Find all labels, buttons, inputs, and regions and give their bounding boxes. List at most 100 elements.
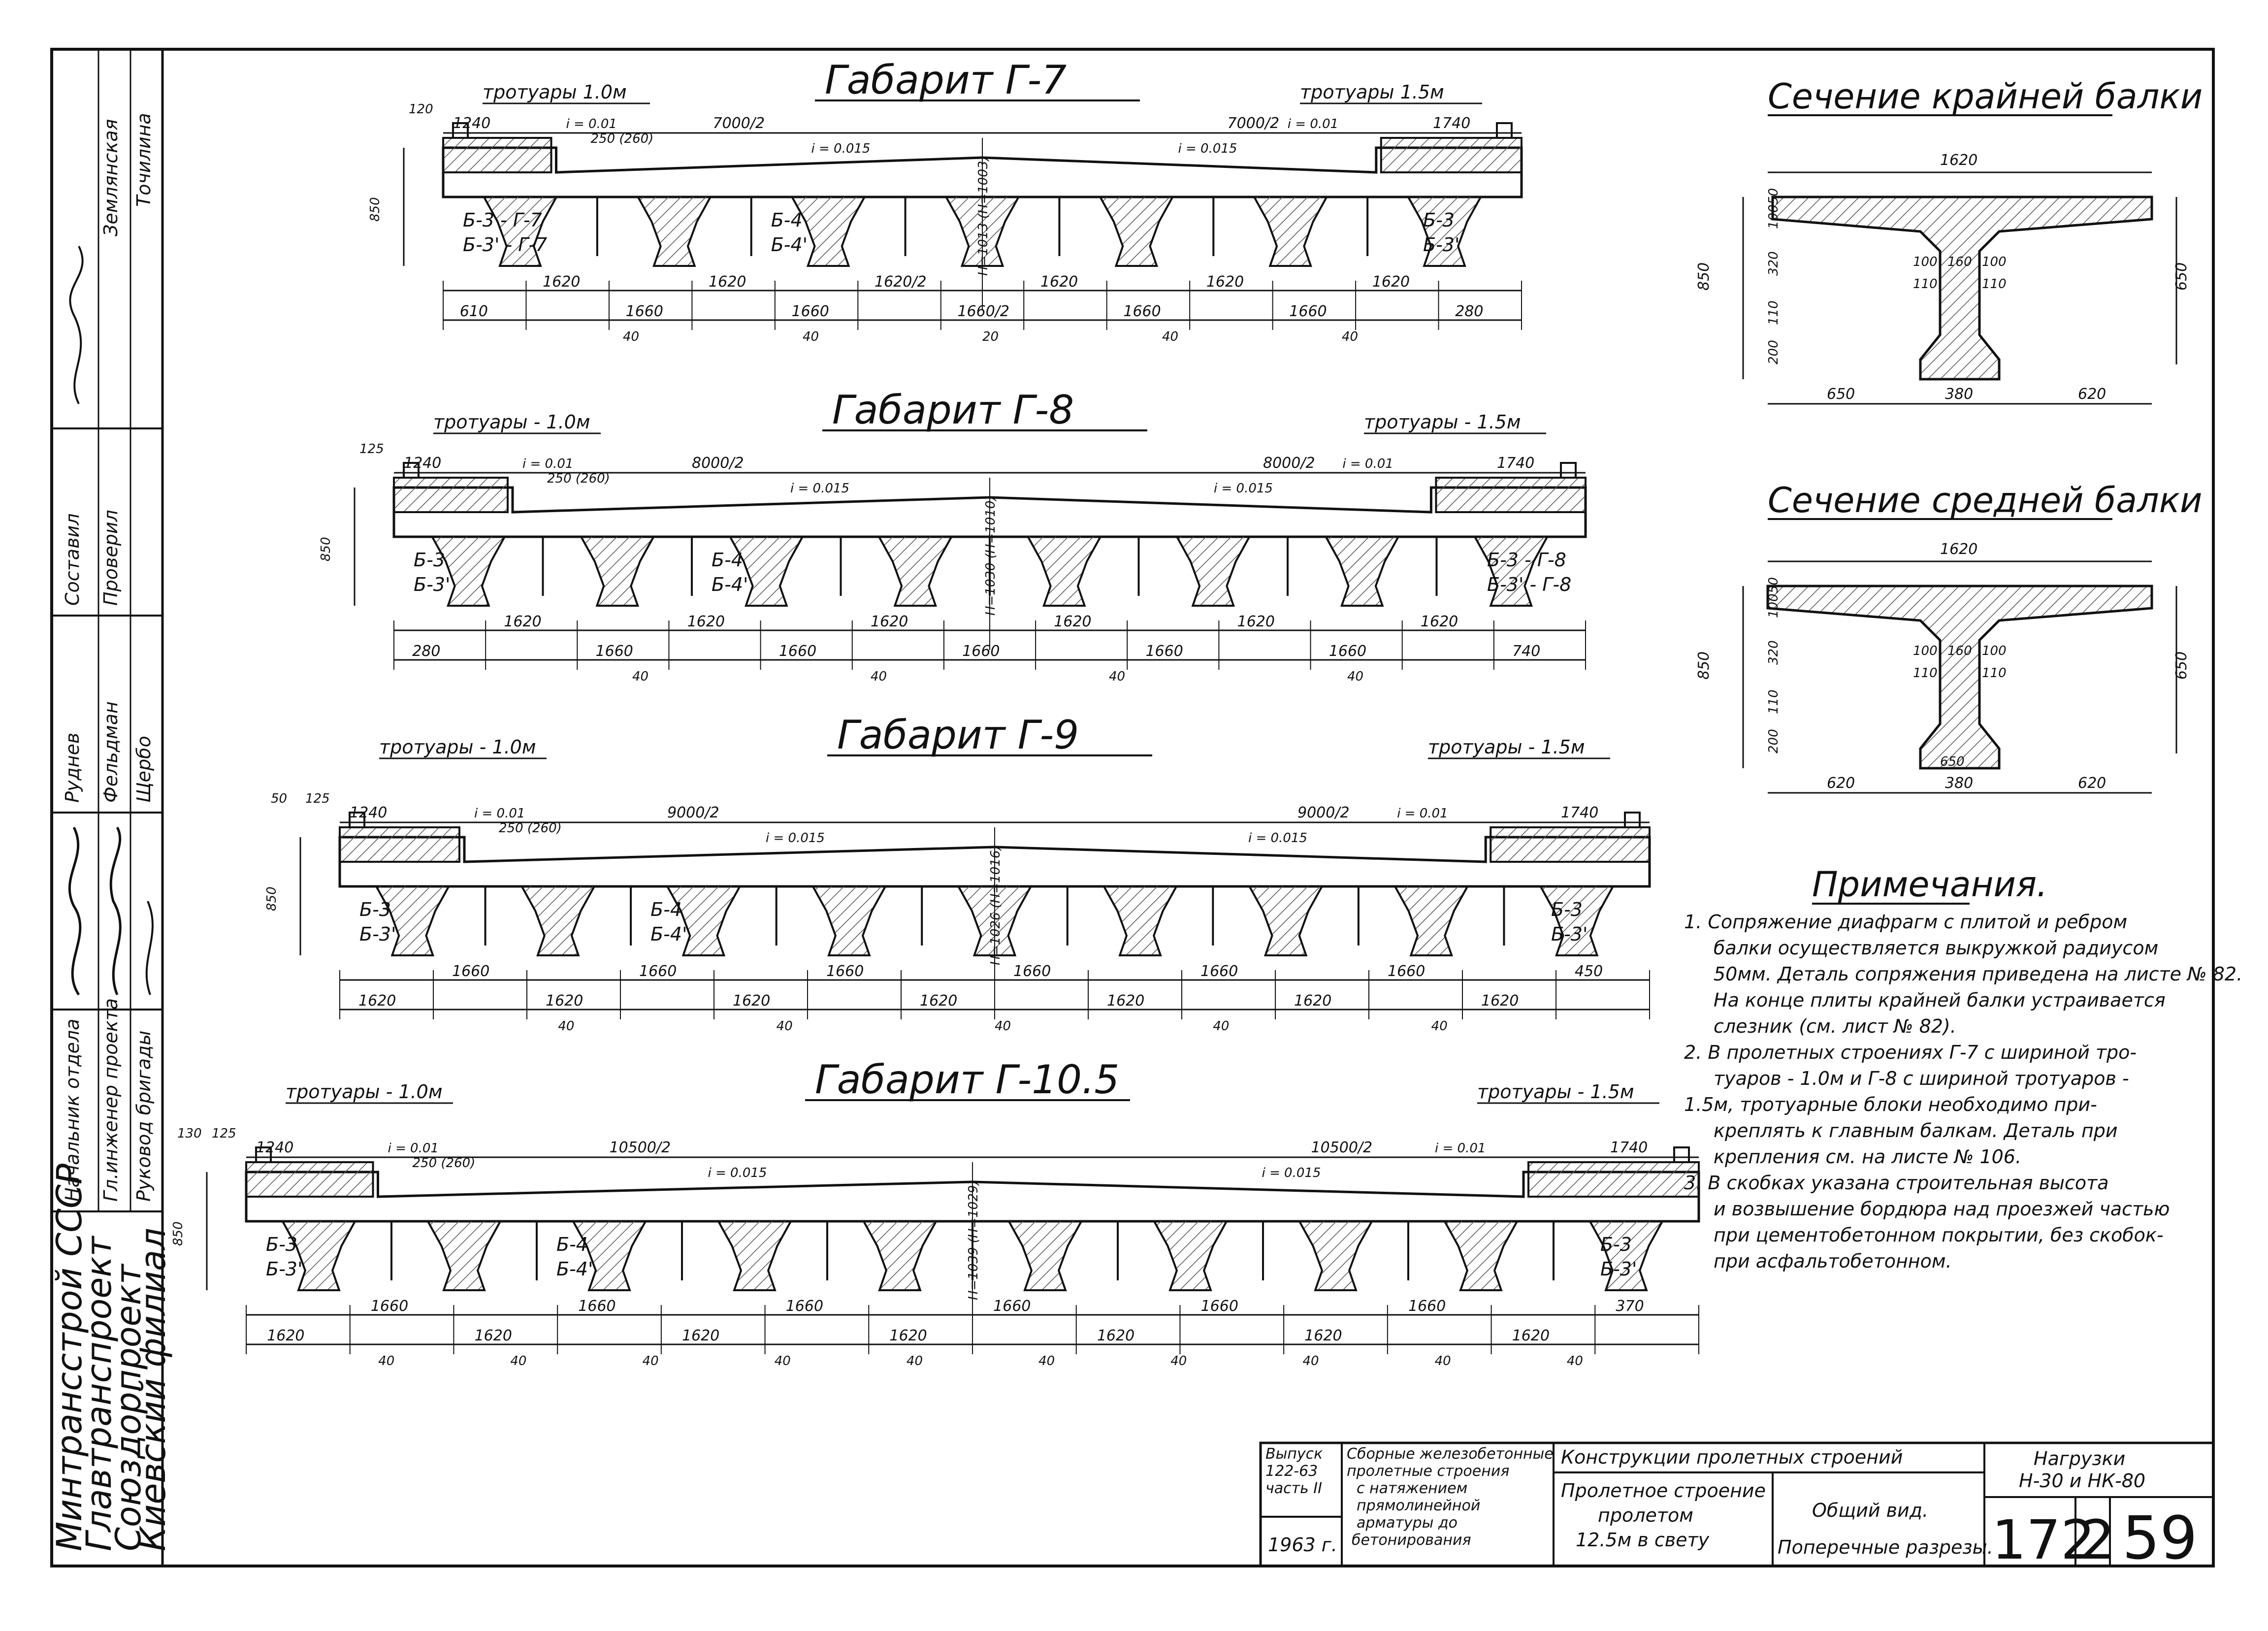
beam: [520, 886, 595, 956]
left-gap2-dim: 130: [177, 1126, 202, 1141]
half-left-dim: 8000/2: [692, 455, 744, 472]
railing-post: [1673, 1146, 1690, 1162]
name-zemlyanskaya: Землянская: [100, 119, 122, 236]
bottom-dim: 1620: [267, 1327, 304, 1344]
stamp-year: 1963 г.: [1268, 1534, 1337, 1556]
beam: [1008, 1221, 1082, 1291]
mid-beam-label: Б-4: [650, 899, 682, 920]
stamp-span-1: Пролетное строение: [1561, 1480, 1766, 1501]
notes-title: Примечания.: [1812, 864, 2047, 905]
signature-2: [68, 826, 82, 996]
beam: [1444, 1221, 1518, 1291]
stamp-sheet-c: 59: [2122, 1504, 2198, 1573]
section-top-dim: 1620: [1940, 152, 1977, 169]
right-edge-dim: 1740: [1561, 804, 1598, 821]
org-glavtransproekt: Главтранспроект: [79, 1235, 119, 1551]
beam: [580, 536, 655, 607]
bottom-dim: 1660: [639, 963, 677, 980]
sidebar: Начальник отдела Гл.инженер проекта Руко…: [49, 49, 173, 1551]
walk-slope: i = 0.01: [474, 806, 525, 821]
gap-dim: 40: [1170, 1354, 1187, 1369]
railing-post: [403, 462, 420, 478]
walk-slope: i = 0.01: [1342, 457, 1393, 471]
stamp-issue-3: часть II: [1265, 1480, 1322, 1497]
section-outline: [1766, 585, 2153, 770]
section-v-dim: 110: [1766, 689, 1781, 714]
right-walk-block: [1435, 477, 1587, 513]
right-walk-block: [1527, 1161, 1700, 1198]
left-walk-label: тротуары - 1.0м: [286, 1081, 443, 1103]
note-line: 1.5м, тротуарные блоки необходимо при-: [1684, 1094, 2097, 1115]
gap-dim: 20: [982, 329, 999, 344]
title-block: Выпуск 122-63 часть II 1963 г. Сборные ж…: [1259, 1441, 2215, 1573]
name-tochilina: Точилина: [133, 113, 155, 207]
note-line: креплять к главным балкам. Деталь при: [1714, 1120, 2118, 1142]
stamp-sheet-a: 172: [1992, 1508, 2095, 1571]
note-line: слезник (см. лист № 82).: [1714, 1015, 1956, 1037]
stamp-series-1: Сборные железобетонные: [1347, 1445, 1554, 1463]
mid-beam-label: Б-4': [712, 574, 748, 595]
bottom-dim: 1660: [826, 963, 864, 980]
rib-dim: 100: [1982, 255, 2007, 269]
beam: [375, 886, 450, 956]
bottom-dim: 1620: [1040, 273, 1078, 291]
center-height: H=1013 (H=1003): [976, 156, 991, 276]
height-dim: 850: [264, 886, 279, 911]
half-left-dim: 10500/2: [610, 1139, 671, 1156]
half-left-dim: 9000/2: [667, 804, 719, 821]
bottom-dim: 1620: [1054, 613, 1091, 630]
org-kiev-branch: Киевский филиал: [133, 1228, 173, 1551]
right-walk-label: тротуары - 1.5м: [1364, 411, 1521, 433]
stamp-span-3: 12.5м в свету: [1576, 1529, 1710, 1551]
left-beam-label: Б-3': [359, 923, 396, 945]
gap-dim: 40: [907, 1354, 923, 1369]
road-slope-left: i = 0.015: [708, 1166, 767, 1180]
role-checked: Проверил: [100, 510, 122, 606]
bottom-dim: 1660: [1013, 963, 1051, 980]
bottom-dim: 1660: [1289, 303, 1327, 320]
bottom-dim: 1660: [596, 643, 633, 660]
bottom-dim: 280: [412, 643, 440, 660]
bottom-dim: 610: [460, 303, 488, 320]
mid-beam-label: Б-4: [712, 549, 743, 571]
beam: [1298, 1221, 1373, 1291]
haunch-dim: 110: [1913, 277, 1938, 292]
bottom-dim: 1660: [1200, 963, 1238, 980]
beam: [717, 1221, 792, 1291]
road-slope-left: i = 0.015: [766, 831, 825, 846]
bottom-dim: 1660: [786, 1298, 823, 1315]
rib-dim: 100: [1913, 255, 1938, 269]
gap-dim: 40: [775, 1354, 791, 1369]
note-line: На конце плиты крайней балки устраиваетс…: [1714, 989, 2166, 1011]
gabarit-title: Габарит Г-7: [825, 57, 1067, 103]
section-v-dim: 110: [1766, 300, 1781, 325]
bottom-dim: 740: [1512, 643, 1540, 660]
bottom-dim: 1660: [1123, 303, 1161, 320]
beam: [729, 536, 804, 607]
beam: [812, 886, 886, 956]
note-line: при асфальтобетонном.: [1714, 1250, 1952, 1272]
left-walk-label: тротуары - 1.0м: [379, 736, 536, 758]
right-beam-label: Б-3': [1600, 1258, 1637, 1280]
role-chief-eng: Гл.инженер проекта: [100, 998, 122, 1202]
center-height: H=1030 (H=1010): [983, 495, 998, 616]
bottom-dim: 1620: [733, 992, 770, 1010]
gap-dim: 40: [643, 1354, 659, 1369]
beam: [1103, 886, 1177, 956]
bottom-dim: 1620: [546, 992, 583, 1010]
left-beam-label: Б-3': [266, 1258, 302, 1280]
walk-slope: i = 0.01: [566, 117, 617, 131]
curb-dim: 250 (260): [413, 1156, 476, 1171]
gap-dim: 40: [1109, 669, 1125, 684]
right-beam-label: Б-3: [1600, 1234, 1632, 1255]
left-gap-dim: 125: [305, 791, 330, 806]
bottom-dim: 1620: [682, 1327, 719, 1344]
beam: [666, 886, 741, 956]
gap-dim: 40: [378, 1354, 394, 1369]
bottom-dim: 1620: [543, 273, 580, 291]
org-mintransstroy: Минтрансстрой СССР: [49, 1163, 90, 1551]
walk-slope: i = 0.01: [388, 1141, 439, 1156]
height-dim: 850: [368, 197, 383, 222]
bottom-dim: 1620/2: [875, 273, 927, 291]
